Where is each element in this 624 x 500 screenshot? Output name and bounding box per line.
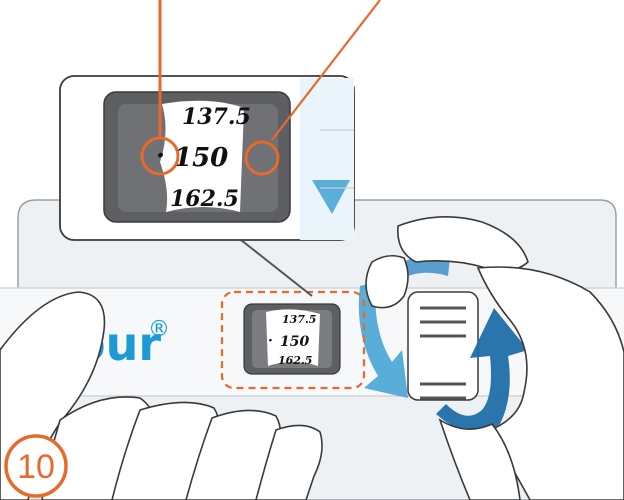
dose-window-zoom: 137.5 · 150 162.5 <box>104 92 290 222</box>
dose-zoom-upper: 137.5 <box>182 104 251 130</box>
dose-zoom-lower: 162.5 <box>170 186 239 212</box>
dose-zoom-selected: 150 <box>174 143 228 173</box>
dose-small-upper: 137.5 <box>282 313 316 326</box>
dose-zoom-selected-marker: · <box>156 141 165 171</box>
dose-small-selected: 150 <box>280 334 309 350</box>
step-badge: 10 <box>6 436 66 496</box>
dose-small-lower: 162.5 <box>278 354 312 367</box>
brand-registered-mark: ® <box>148 317 170 342</box>
dose-small-selected-marker: · <box>268 333 273 349</box>
dose-window-small: 137.5 · 150 162.5 <box>244 304 340 374</box>
step-number: 10 <box>17 448 55 486</box>
dose-knob <box>408 292 478 400</box>
